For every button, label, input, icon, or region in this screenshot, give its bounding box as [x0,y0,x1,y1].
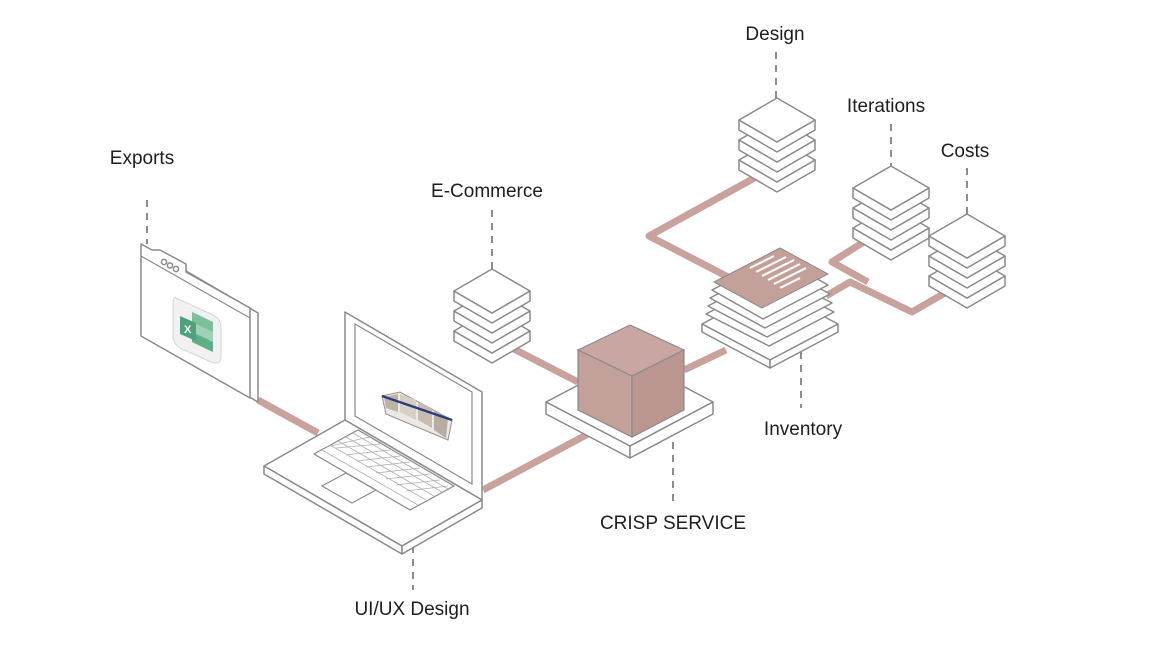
label-iterations: Iterations [847,96,925,117]
laptop-icon [263,311,483,555]
excel-icon: X [172,297,222,364]
connector-exports-laptop [256,396,320,437]
leader-lines [146,52,968,590]
costs-database-icon [928,213,1006,309]
connectors [256,172,952,494]
label-costs: Costs [941,141,990,162]
iterations-database-icon [852,165,930,261]
connector-iterations-inventory [828,235,872,286]
excel-letter: X [184,324,192,336]
ecommerce-database-icon [453,268,531,364]
screen-artwork [381,391,453,441]
connector-service-inventory [682,346,728,374]
exports-window-icon: X [140,243,259,403]
connector-ecommerce-service [510,344,580,386]
design-database-icon [738,97,816,193]
labels: Design Iterations Costs Exports E-Commer… [110,24,990,620]
connector-laptop-service [481,430,590,494]
label-ecommerce: E-Commerce [431,181,543,202]
crisp-service-icon [545,324,714,459]
label-uiux-design: UI/UX Design [354,599,469,620]
inventory-documents-icon [701,247,839,369]
connector-design-inventory [645,172,760,282]
label-inventory: Inventory [764,419,843,440]
label-exports: Exports [110,148,174,169]
laptop-keyboard [312,429,456,511]
cube-icon [576,324,686,438]
laptop-trackpad [320,472,378,504]
connector-costs-inventory [824,278,952,316]
label-crisp-service: CRISP SERVICE [600,513,746,534]
label-design: Design [745,24,804,45]
document-stack-icon [712,247,830,309]
